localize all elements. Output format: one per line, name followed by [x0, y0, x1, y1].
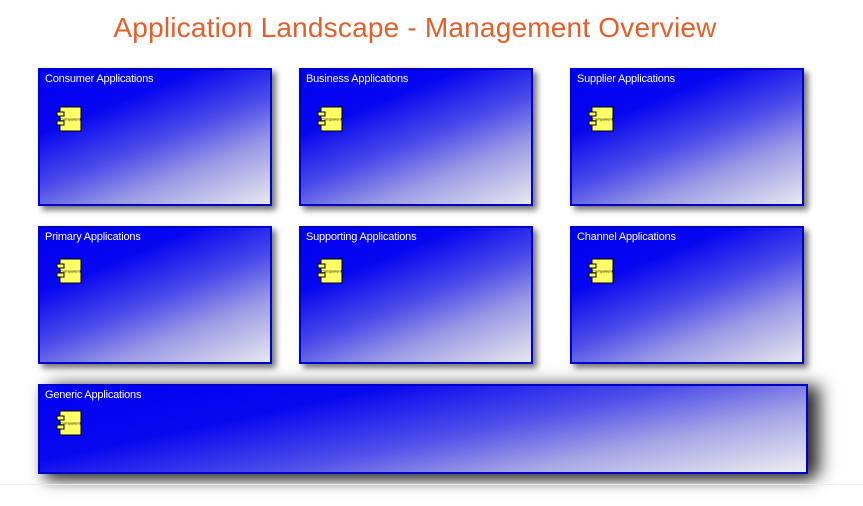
group-label: Primary Applications [45, 231, 141, 243]
component-icon-text: Component [321, 269, 343, 274]
group-generic-applications[interactable]: Generic Applications Component [38, 384, 808, 474]
group-label: Supplier Applications [577, 73, 675, 85]
uml-component-icon[interactable]: Component [56, 258, 82, 284]
uml-component-icon[interactable]: Component [588, 106, 614, 132]
divider [0, 484, 863, 485]
uml-component-icon[interactable]: Component [317, 106, 343, 132]
group-label: Supporting Applications [306, 231, 417, 243]
group-label: Channel Applications [577, 231, 676, 243]
component-icon-text: Component [60, 117, 82, 122]
group-label: Business Applications [306, 73, 409, 85]
component-icon-text: Component [592, 117, 614, 122]
group-business-applications[interactable]: Business Applications Component [299, 68, 533, 206]
uml-component-icon[interactable]: Component [588, 258, 614, 284]
group-supplier-applications[interactable]: Supplier Applications Component [570, 68, 804, 206]
group-primary-applications[interactable]: Primary Applications Component [38, 226, 272, 364]
group-supporting-applications[interactable]: Supporting Applications Component [299, 226, 533, 364]
group-label: Generic Applications [45, 389, 142, 401]
component-icon-text: Component [592, 269, 614, 274]
uml-component-icon[interactable]: Component [56, 410, 82, 436]
group-channel-applications[interactable]: Channel Applications Component [570, 226, 804, 364]
uml-component-icon[interactable]: Component [317, 258, 343, 284]
diagram-title: Application Landscape - Management Overv… [113, 12, 717, 43]
uml-component-icon[interactable]: Component [56, 106, 82, 132]
group-consumer-applications[interactable]: Consumer Applications Component [38, 68, 272, 206]
component-icon-text: Component [321, 117, 343, 122]
group-label: Consumer Applications [45, 73, 154, 85]
component-icon-text: Component [60, 269, 82, 274]
component-icon-text: Component [60, 421, 82, 426]
